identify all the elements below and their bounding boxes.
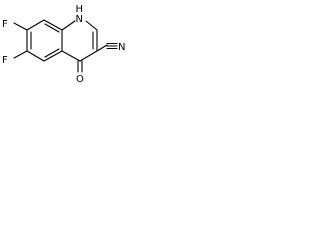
bond-c8a-n1 — [61, 20, 76, 31]
bond-c3-c4 — [79, 50, 98, 62]
bond-n1-c2 — [85, 20, 98, 31]
bond-c7-c8 — [26, 19, 45, 31]
fluorine-top-label: F — [2, 19, 8, 30]
fluorine-bottom-label: F — [2, 55, 8, 66]
bond-c6-f — [13, 50, 28, 59]
bond-c8-c8a — [43, 19, 63, 31]
pyridinone-ring — [61, 20, 98, 62]
nitrogen-nh-label: N — [76, 14, 83, 25]
quinolone-structure-diagram: F F N H N O — [2, 4, 125, 84]
double-bond-c8-c8a — [44, 23, 60, 33]
substituent-bonds — [13, 22, 118, 73]
nitrile-nitrogen-label: N — [118, 42, 125, 53]
bond-c5-c6 — [26, 50, 45, 62]
bond-c3-cn — [96, 44, 108, 52]
bond-c4a-c5 — [43, 50, 63, 62]
carbonyl-oxygen-label: O — [76, 74, 84, 84]
bond-c4-c4a — [61, 50, 81, 62]
double-bond-c4a-c5 — [44, 48, 60, 58]
benzene-ring — [26, 19, 63, 62]
bond-c7-f — [13, 22, 28, 31]
nh-hydrogen-label: H — [76, 4, 84, 15]
